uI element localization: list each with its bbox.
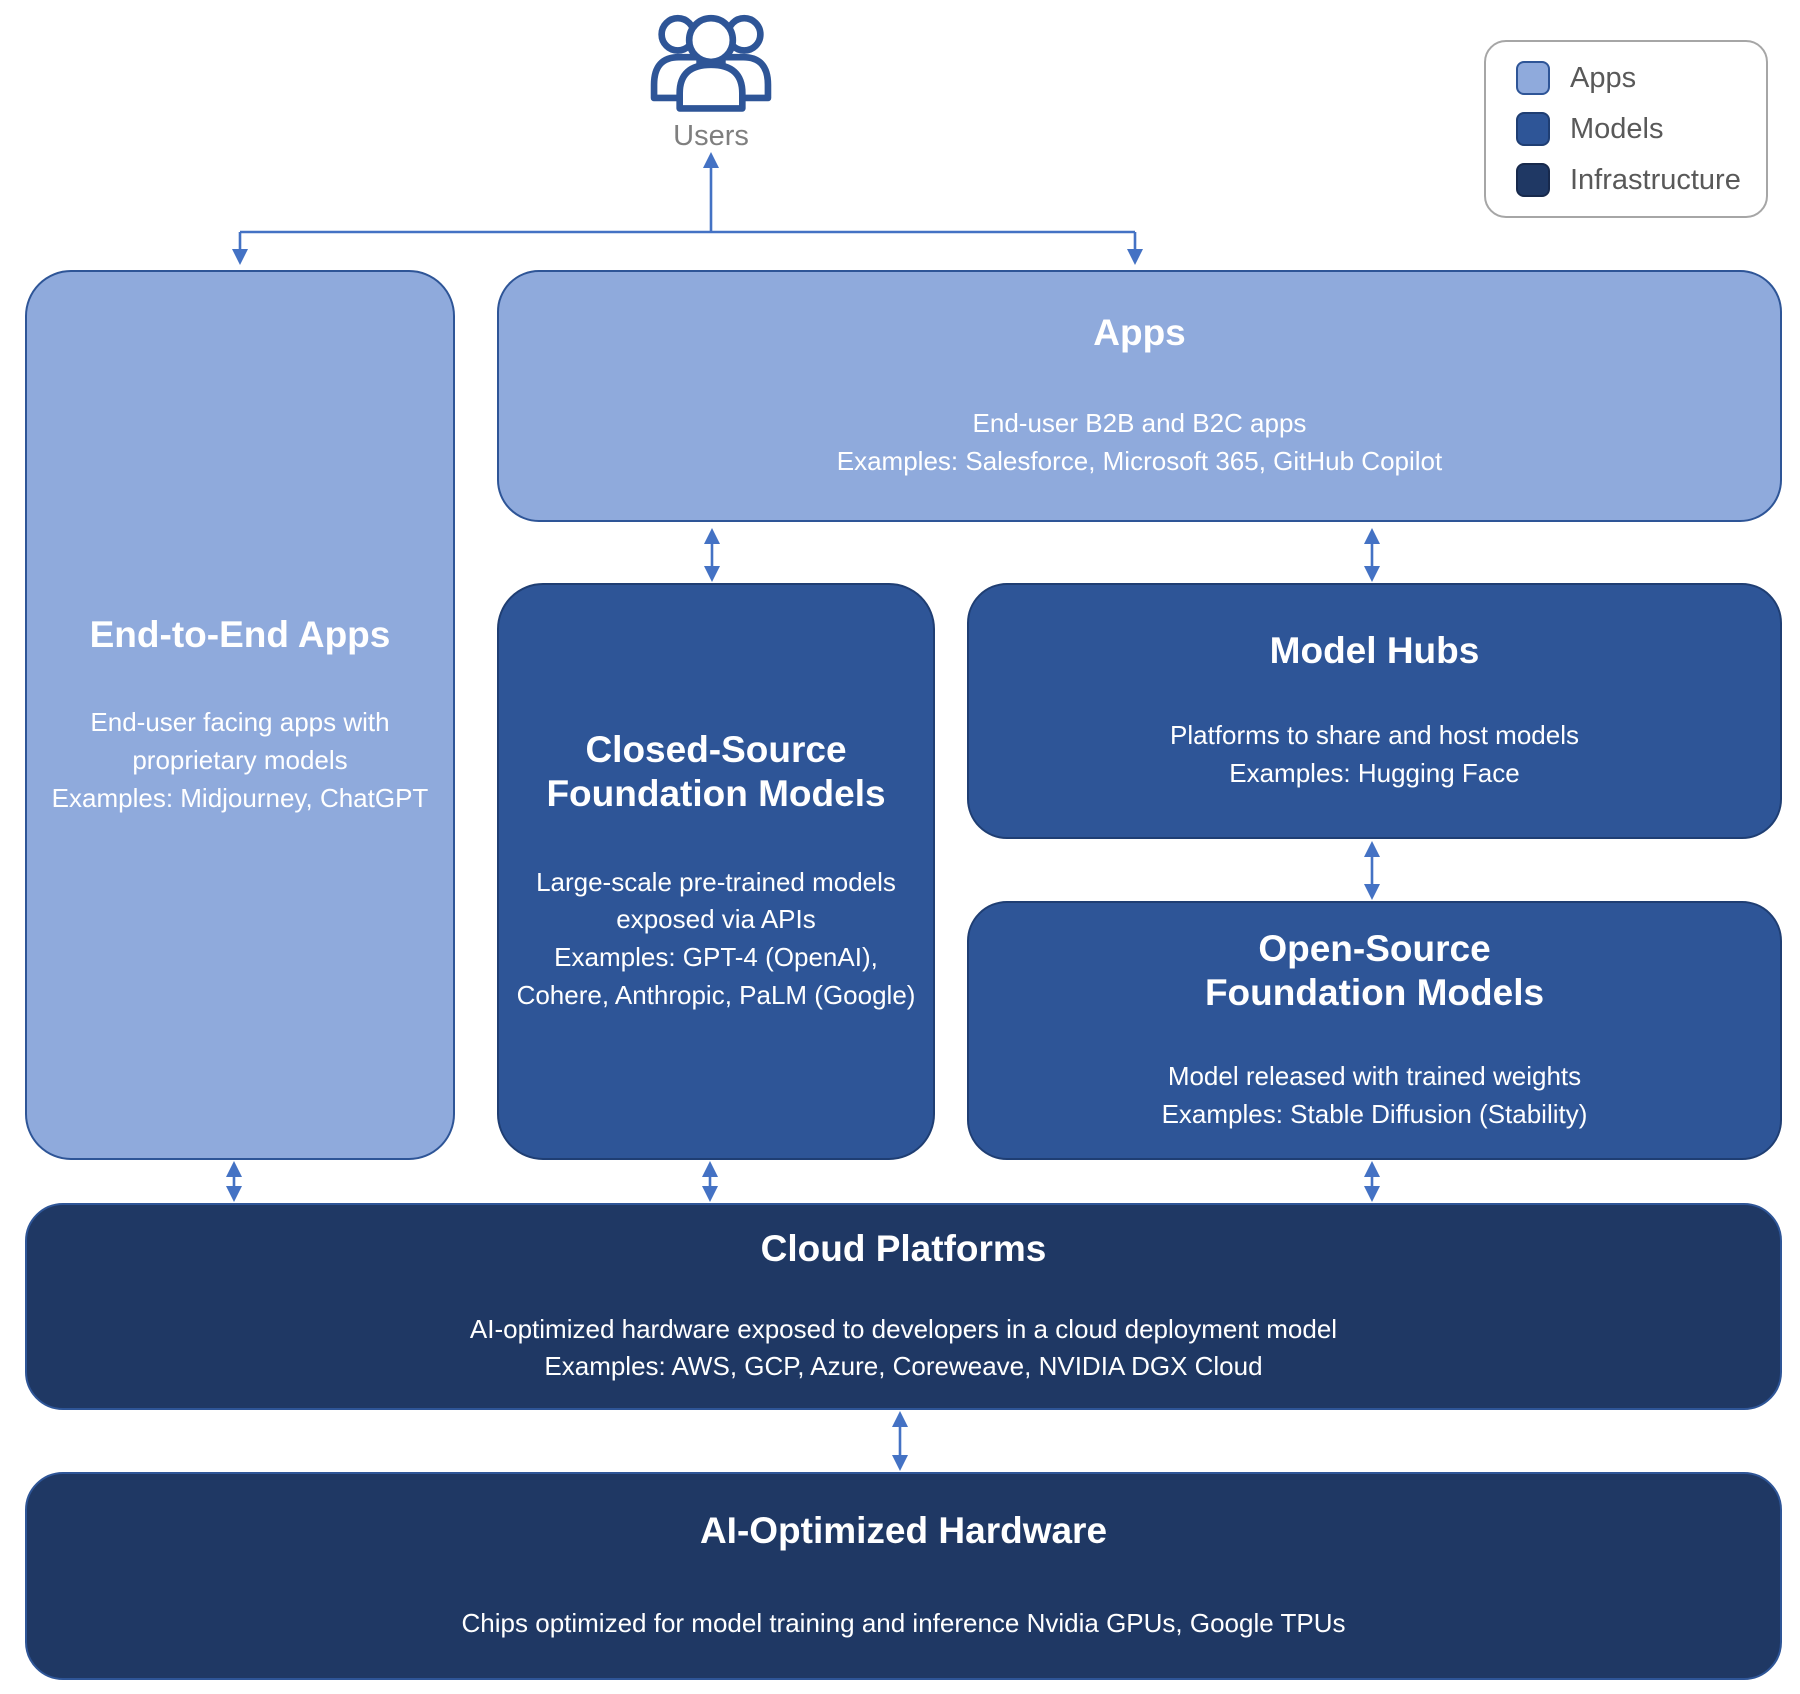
cloud-platforms-box: Cloud Platforms AI-optimized hardware ex…: [25, 1203, 1782, 1410]
legend-item-infrastructure: Infrastructure: [1516, 163, 1766, 197]
closed-source-title: Closed-Source Foundation Models: [546, 729, 886, 815]
cloud-platforms-title: Cloud Platforms: [760, 1227, 1047, 1269]
apps-title: Apps: [1093, 312, 1186, 354]
model-hubs-description: Platforms to share and host models Examp…: [1170, 720, 1579, 788]
legend-item-apps: Apps: [1516, 61, 1766, 95]
users-label: Users: [673, 120, 749, 152]
apps-box: Apps End-user B2B and B2C apps Examples:…: [497, 270, 1782, 522]
legend-label-apps: Apps: [1570, 61, 1637, 94]
end-to-end-apps-description: End-user facing apps with proprietary mo…: [51, 707, 429, 813]
users-icon: [650, 14, 772, 112]
closed-source-description: Large-scale pre-trained models exposed v…: [516, 866, 916, 1010]
legend-swatch-models: [1516, 112, 1550, 146]
closed-source-foundation-models-box: Closed-Source Foundation Models Large-sc…: [497, 583, 935, 1160]
open-source-foundation-models-box: Open-Source Foundation Models Model rele…: [967, 901, 1782, 1160]
legend: Apps Models Infrastructure: [1484, 40, 1768, 218]
ai-optimized-hardware-description: Chips optimized for model training and i…: [461, 1607, 1346, 1638]
open-source-title: Open-Source Foundation Models: [1204, 928, 1545, 1013]
ai-optimized-hardware-title: AI-Optimized Hardware: [699, 1510, 1108, 1552]
ai-optimized-hardware-box: AI-Optimized Hardware Chips optimized fo…: [25, 1472, 1782, 1680]
legend-item-models: Models: [1516, 112, 1766, 146]
legend-swatch-infrastructure: [1516, 163, 1550, 197]
end-to-end-apps-title: End-to-End Apps: [89, 613, 391, 655]
model-hubs-box: Model Hubs Platforms to share and host m…: [967, 583, 1782, 839]
legend-swatch-apps: [1516, 61, 1550, 95]
legend-label-infrastructure: Infrastructure: [1570, 163, 1741, 196]
apps-description: End-user B2B and B2C apps Examples: Sale…: [836, 408, 1443, 476]
end-to-end-apps-box: End-to-End Apps End-user facing apps wit…: [25, 270, 455, 1160]
users-group: Users: [630, 4, 792, 153]
open-source-description: Model released with trained weights Exam…: [1161, 1061, 1588, 1130]
legend-label-models: Models: [1570, 112, 1664, 145]
cloud-platforms-description: AI-optimized hardware exposed to develop…: [469, 1313, 1338, 1382]
model-hubs-title: Model Hubs: [1269, 630, 1480, 672]
